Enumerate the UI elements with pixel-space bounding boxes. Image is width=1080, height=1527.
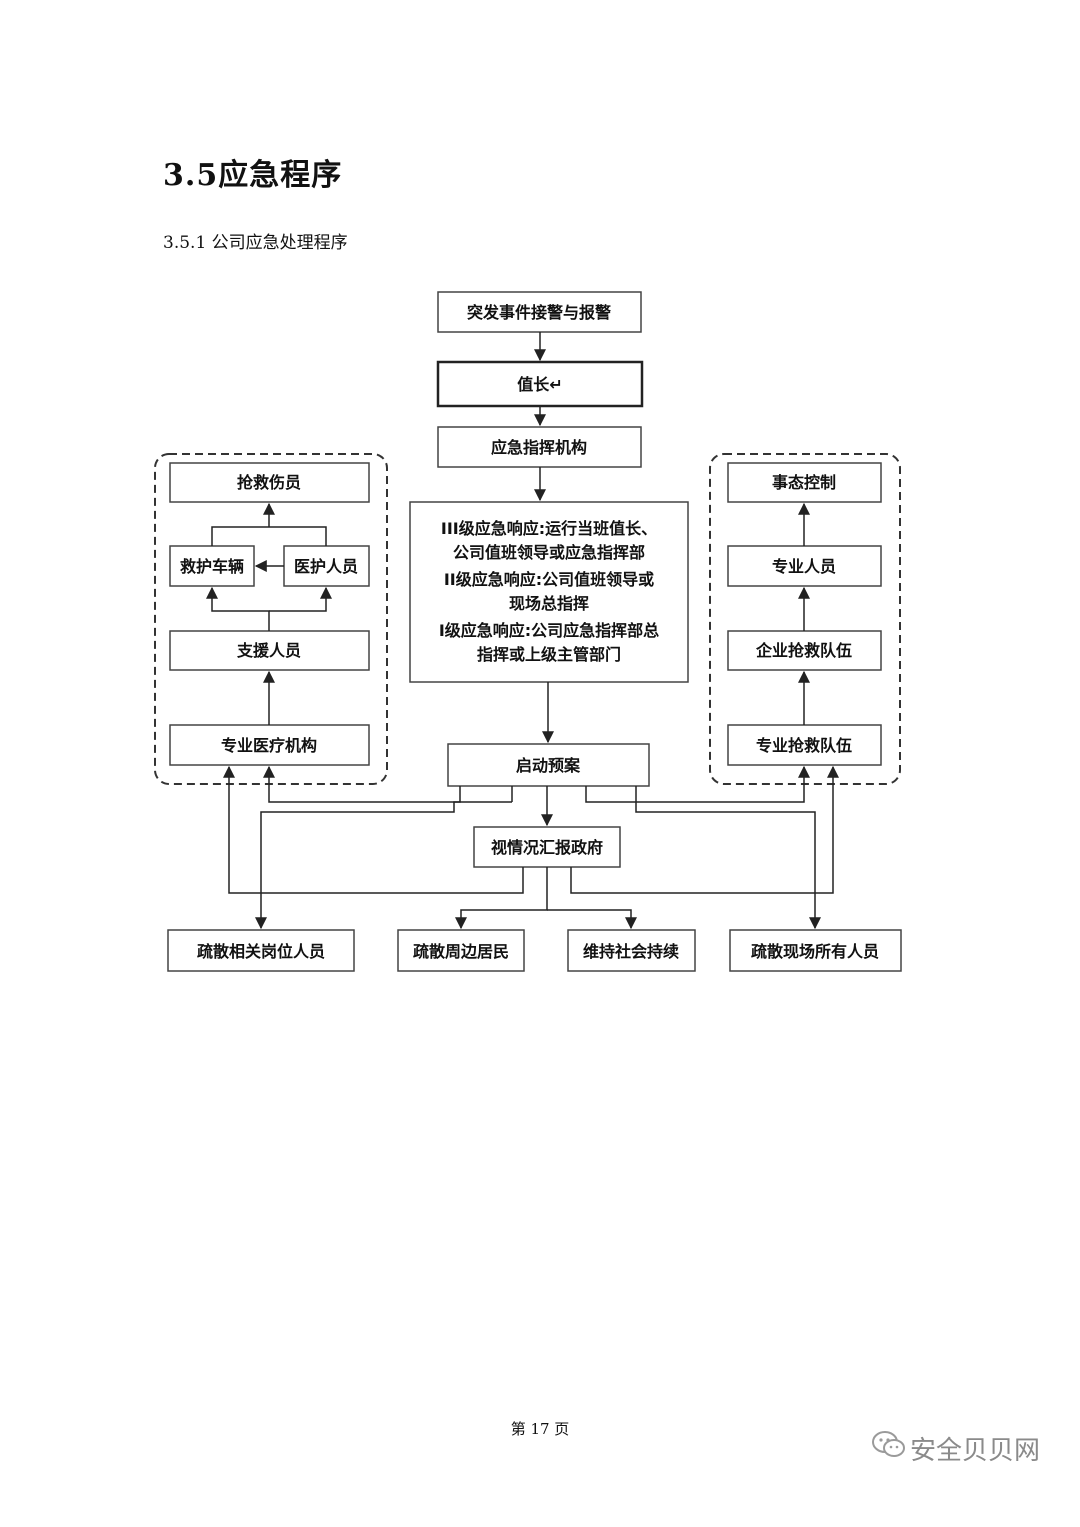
- arrow-support-to-medstaff: [269, 586, 332, 612]
- professional-team-label: 专业抢救队伍: [756, 736, 852, 755]
- support-staff-label: 支援人员: [236, 641, 301, 660]
- arrow-plan-to-institution: [263, 765, 461, 803]
- arrow-plan-to-posts: [255, 801, 512, 930]
- section-title: 3.5应急程序: [163, 158, 343, 193]
- report-gov-label: 视情况汇报政府: [491, 838, 603, 857]
- evacuate-posts-label: 疏散相关岗位人员: [197, 942, 325, 961]
- response-line-2: 公司值班领导或应急指挥部: [453, 543, 645, 562]
- response-line-6: 指挥或上级主管部门: [477, 645, 621, 664]
- report-gov-box: [473, 826, 621, 868]
- enterprise-team-label: 企业抢救队伍: [755, 641, 852, 660]
- response-levels-box: [409, 501, 689, 683]
- maintain-society-label: 维持社会持续: [583, 942, 679, 961]
- ambulance-box: [169, 545, 255, 587]
- rescue-injured-box: [169, 462, 370, 503]
- evacuate-all-label: 疏散现场所有人员: [751, 942, 879, 961]
- arrow-report-to-institution: [223, 765, 524, 894]
- subsection-title: 3.5.1 公司应急处理程序: [163, 233, 348, 253]
- duty-chief-box: [436, 360, 644, 408]
- arrow-to-society: [547, 909, 637, 930]
- arrow-report-to-proteam: [570, 765, 839, 894]
- rescue-injured-label: 抢救伤员: [237, 473, 301, 492]
- medical-group-frame: [154, 453, 388, 785]
- wechat-icon: [872, 1431, 905, 1457]
- enterprise-team-box: [727, 630, 882, 671]
- arrow-plan-to-proteam: [585, 765, 810, 803]
- command-org-box: [437, 426, 642, 468]
- evacuate-all-box: [729, 929, 902, 972]
- response-line-4: 现场总指挥: [509, 594, 589, 613]
- rescue-group-frame: [709, 453, 901, 785]
- response-line-5: I级应急响应:公司应急指挥部总: [439, 621, 659, 640]
- situation-control-label: 事态控制: [772, 473, 836, 492]
- professionals-box: [727, 545, 882, 587]
- professional-team-box: [727, 724, 882, 766]
- maintain-society-box: [567, 929, 696, 972]
- arrow-plan-to-all: [635, 786, 821, 930]
- evacuate-posts-box: [167, 929, 355, 972]
- duty-chief-label: 值长↵: [517, 375, 562, 394]
- ambulance-label: 救护车辆: [180, 557, 244, 576]
- medical-institution-label: 专业医疗机构: [221, 736, 317, 755]
- connector-top-pair: [211, 526, 327, 546]
- page-footer: 第 17 页: [510, 1420, 570, 1438]
- support-staff-box: [169, 630, 370, 671]
- command-org-label: 应急指挥机构: [491, 438, 587, 457]
- arrow-to-residents: [455, 867, 548, 930]
- evacuate-residents-label: 疏散周边居民: [413, 942, 509, 961]
- arrow-support-to-ambulance: [206, 586, 270, 631]
- professionals-label: 专业人员: [772, 557, 836, 576]
- evacuate-residents-box: [397, 929, 525, 972]
- start-plan-label: 启动预案: [516, 756, 581, 775]
- watermark-text: 安全贝贝网: [910, 1436, 1041, 1466]
- alarm-label: 突发事件接警与报警: [467, 303, 611, 322]
- situation-control-box: [727, 462, 882, 503]
- response-line-1: III级应急响应:运行当班值长、: [441, 519, 657, 538]
- medical-institution-box: [169, 724, 370, 766]
- response-line-3: II级应急响应:公司值班领导或: [444, 570, 654, 589]
- start-plan-box: [447, 743, 650, 787]
- medical-staff-label: 医护人员: [294, 557, 358, 576]
